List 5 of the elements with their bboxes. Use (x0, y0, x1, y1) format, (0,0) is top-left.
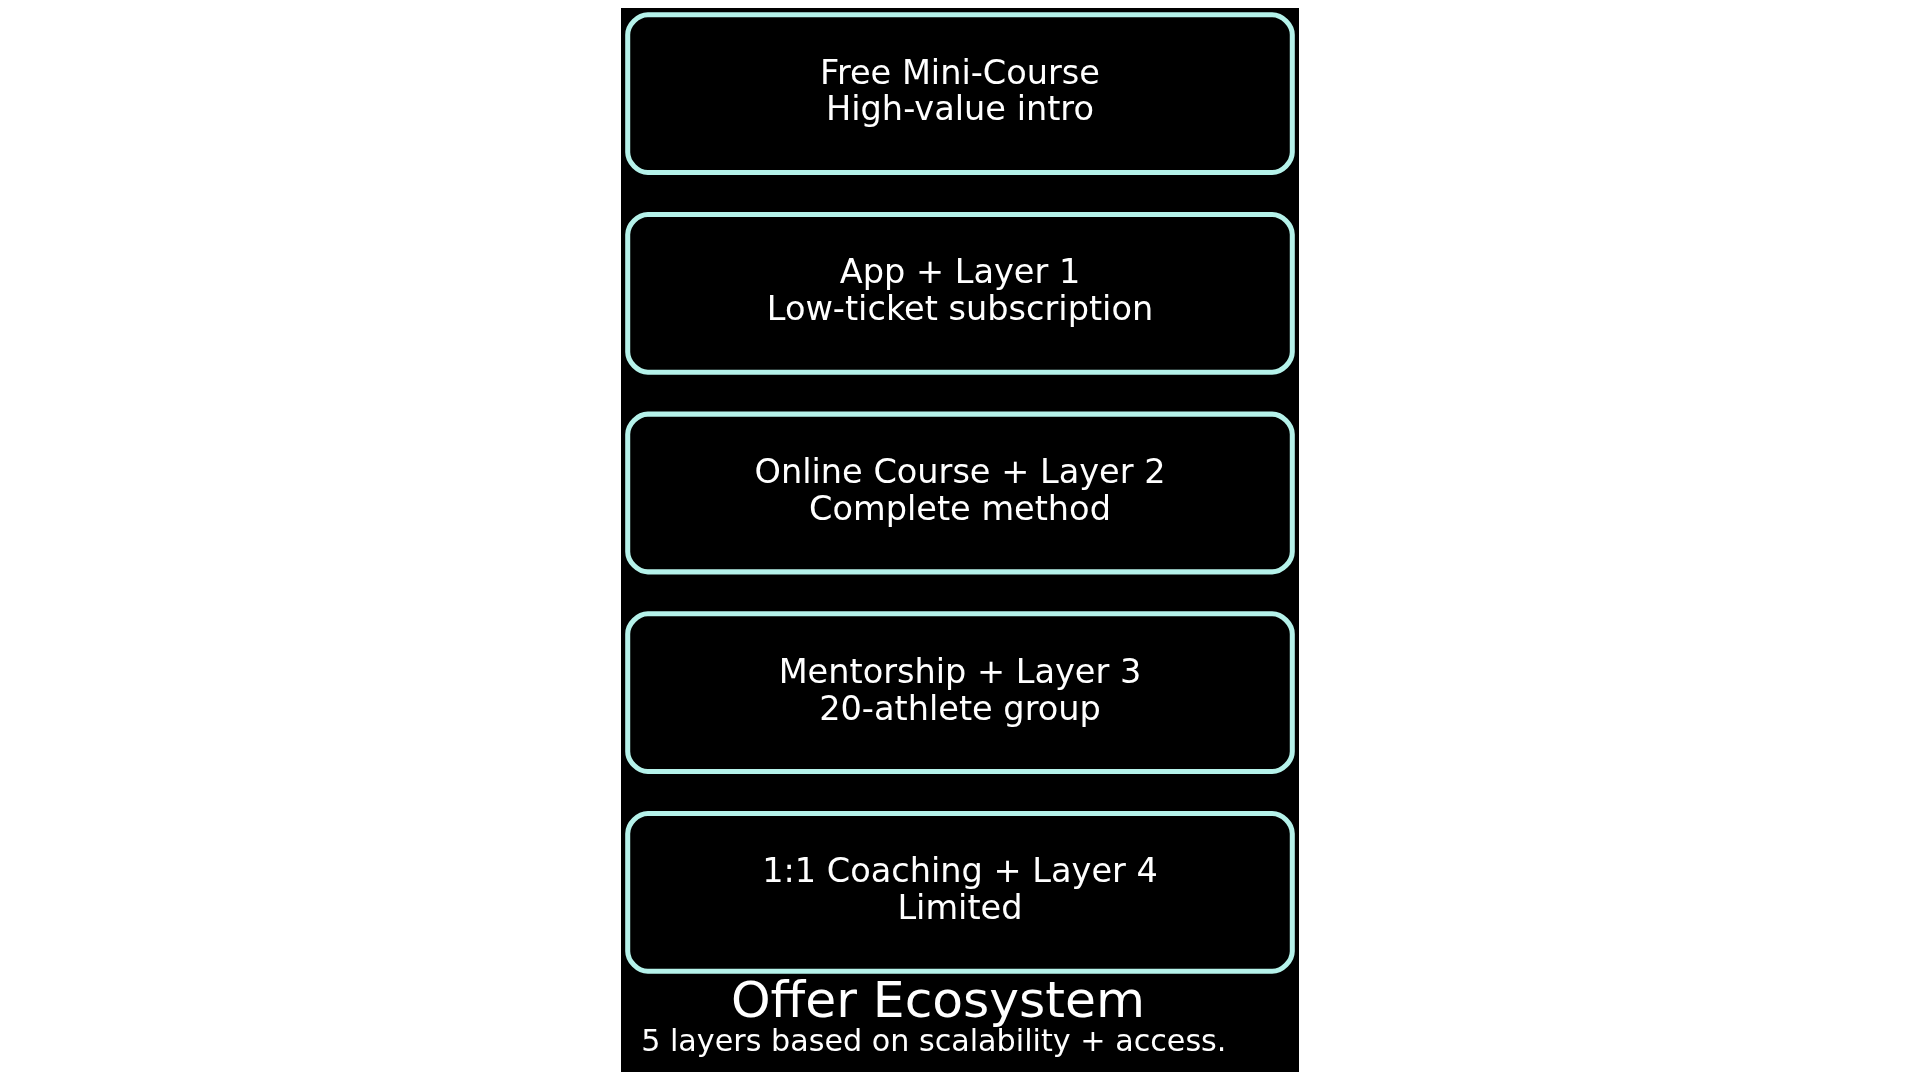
node-box: App + Layer 1 Low-ticket subscription (625, 211, 1295, 375)
node-box: Free Mini-Course High-value intro (625, 12, 1295, 175)
node-box: 1:1 Coaching + Layer 4 Limited (625, 811, 1295, 974)
node-box: Online Course + Layer 2 Complete method (625, 411, 1295, 575)
node-box: Mentorship + Layer 3 20-athlete group (625, 611, 1295, 775)
